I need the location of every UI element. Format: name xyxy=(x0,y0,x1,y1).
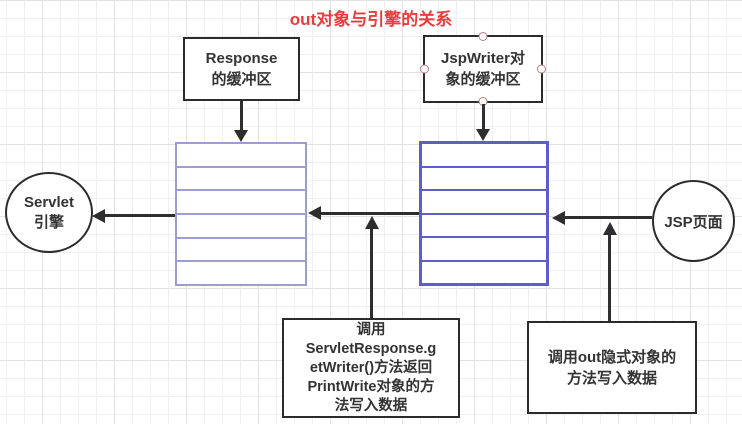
buffer-row xyxy=(177,213,305,237)
buffer-row xyxy=(422,259,546,284)
arrowhead-down-icon xyxy=(234,130,248,142)
buffer-row xyxy=(422,189,546,213)
servlet-engine-circle[interactable]: Servlet 引擎 xyxy=(5,172,93,253)
arrowhead-up-icon xyxy=(602,222,617,235)
out-note-box[interactable]: 调用out隐式对象的 方法写入数据 xyxy=(527,321,697,414)
response-buffer-label: Response 的缓冲区 xyxy=(205,50,278,88)
jsp-page-label: JSP页面 xyxy=(664,213,723,231)
arrowhead-left-icon xyxy=(552,210,565,225)
response-buffer-stack[interactable] xyxy=(175,142,307,286)
printwriter-note-box[interactable]: 调用 ServletResponse.g etWriter()方法返回 Prin… xyxy=(282,318,460,418)
buffer-row xyxy=(422,212,546,237)
buffer-row xyxy=(422,236,546,260)
connector-shaft xyxy=(564,216,652,219)
selection-handle-left[interactable] xyxy=(420,64,429,74)
printwriter-note-label: 调用 ServletResponse.g etWriter()方法返回 Prin… xyxy=(305,321,437,414)
out-note-label: 调用out隐式对象的 方法写入数据 xyxy=(547,348,677,387)
buffer-row xyxy=(177,189,305,213)
servlet-engine-label: Servlet 引擎 xyxy=(23,193,75,231)
arrowhead-down-icon xyxy=(476,129,490,141)
selection-handle-top[interactable] xyxy=(478,32,488,41)
connector-shaft xyxy=(104,214,175,217)
buffer-row xyxy=(177,236,305,261)
connector-shaft xyxy=(608,234,611,321)
connector-shaft xyxy=(370,228,373,318)
buffer-row xyxy=(177,165,305,190)
jspwriter-buffer-stack[interactable] xyxy=(419,141,549,286)
response-buffer-box[interactable]: Response 的缓冲区 xyxy=(183,37,300,101)
jspwriter-buffer-box[interactable]: JspWriter对 象的缓冲区 xyxy=(420,32,546,106)
connector-shaft xyxy=(481,104,485,130)
buffer-row xyxy=(177,144,305,166)
selection-handle-right[interactable] xyxy=(537,64,546,74)
connector-shaft xyxy=(320,211,419,215)
buffer-row xyxy=(422,144,546,166)
jspwriter-buffer-label: JspWriter对 象的缓冲区 xyxy=(441,50,525,88)
arrowhead-left-icon xyxy=(308,206,321,220)
buffer-row xyxy=(177,260,305,284)
jsp-page-circle[interactable]: JSP页面 xyxy=(652,180,735,262)
diagram-title: out对象与引擎的关系 xyxy=(289,10,453,29)
connector-shaft xyxy=(239,101,243,132)
arrowhead-up-icon xyxy=(364,216,379,229)
arrowhead-left-icon xyxy=(92,208,105,223)
buffer-row xyxy=(422,165,546,190)
